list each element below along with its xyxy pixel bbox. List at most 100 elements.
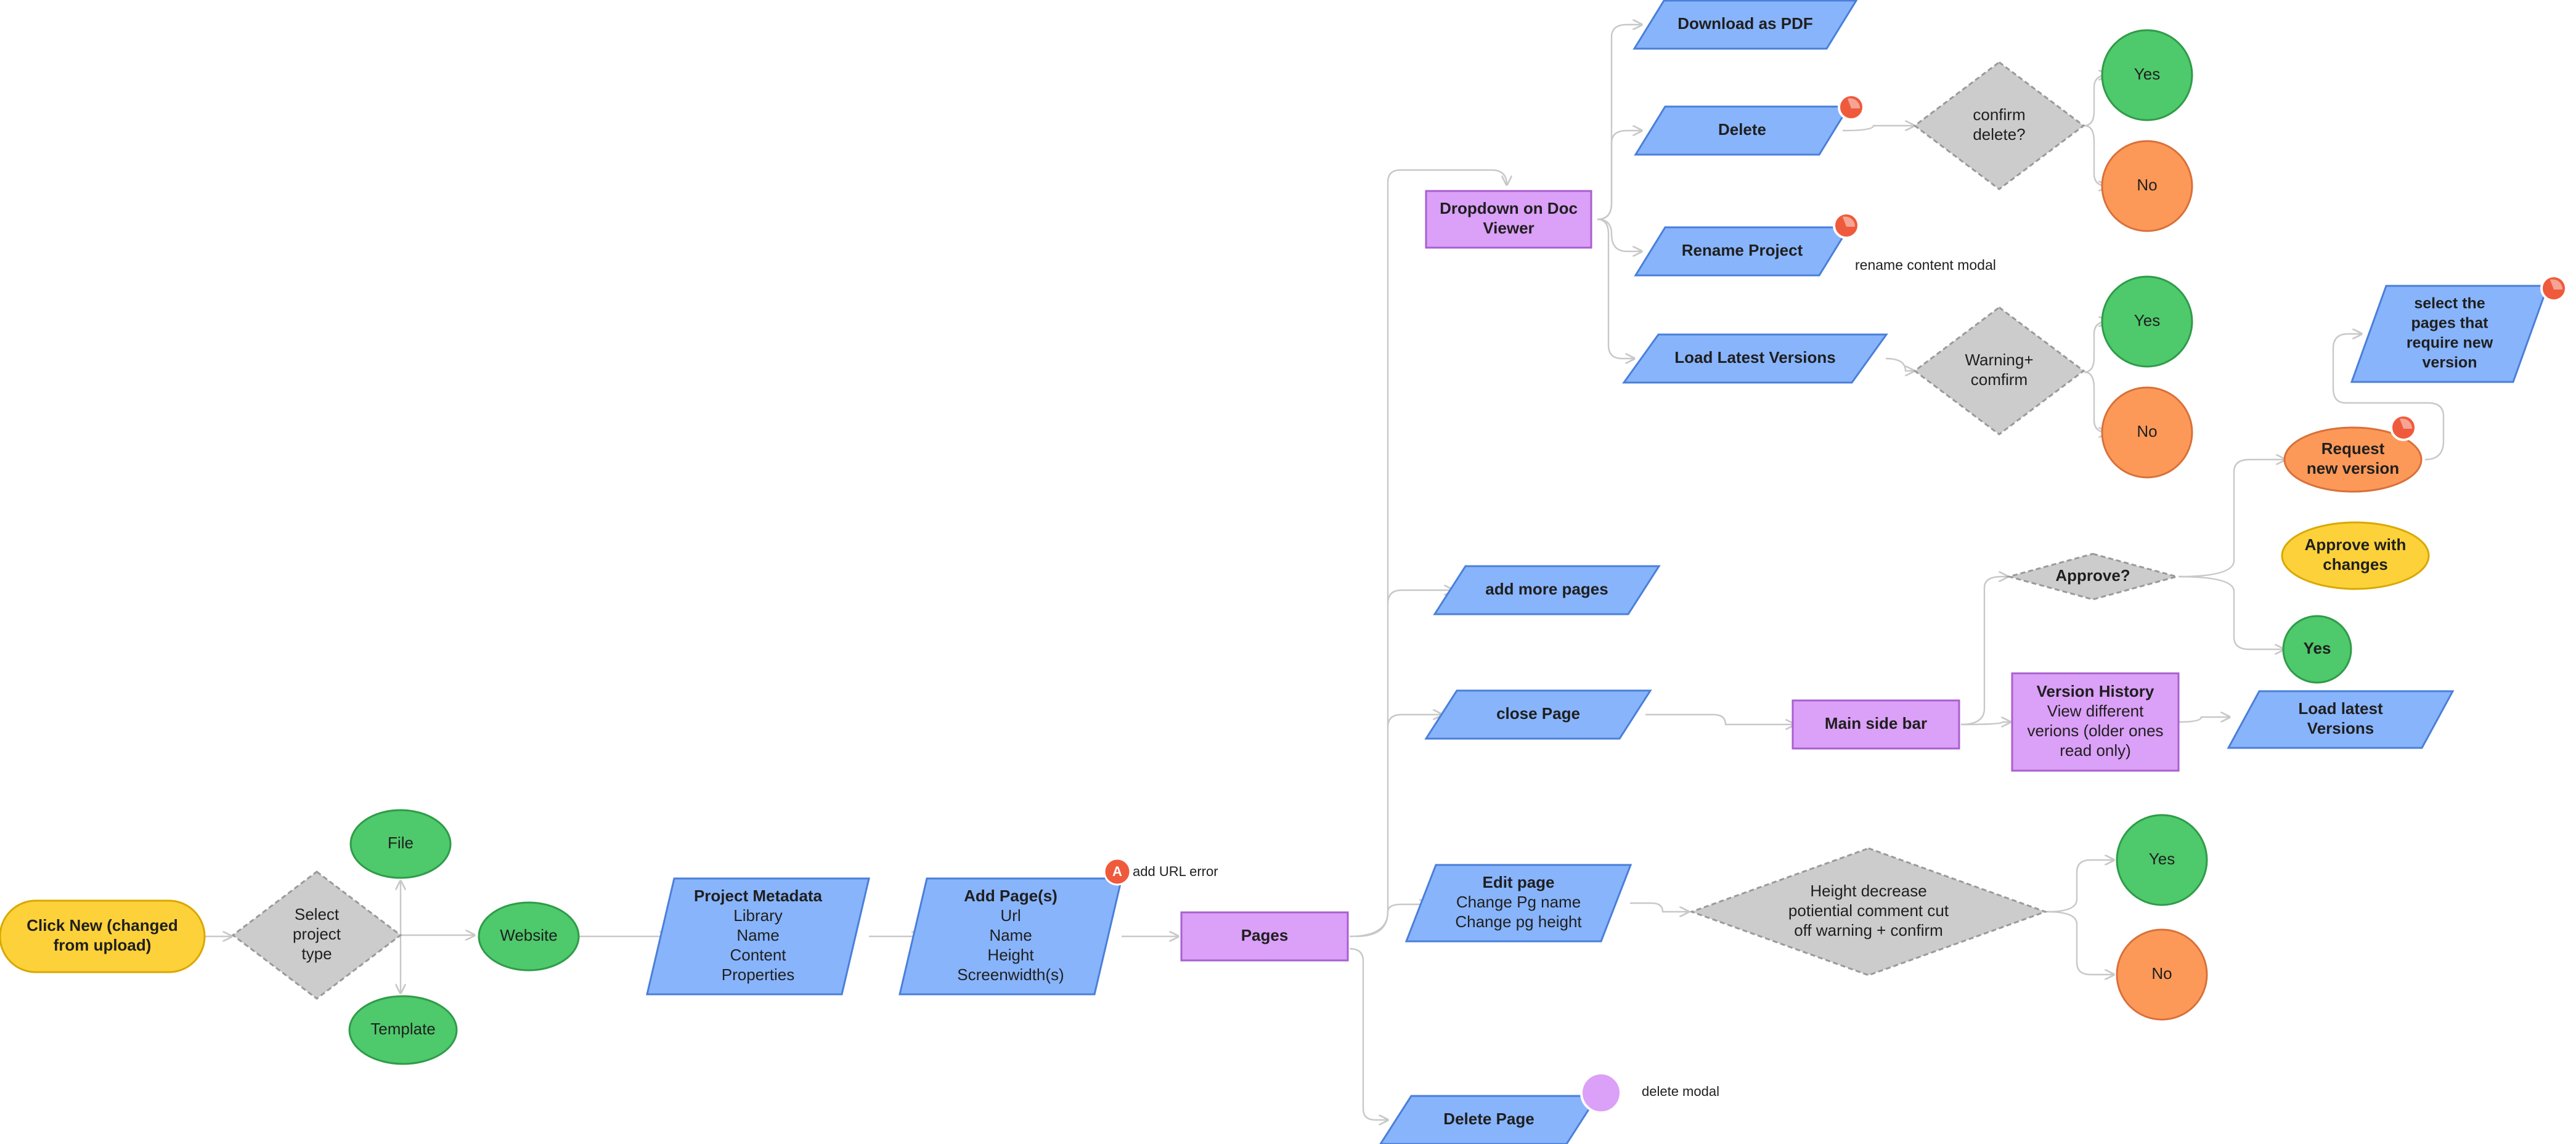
node-shape[interactable]	[2005, 553, 2180, 601]
node-shape[interactable]	[2116, 928, 2208, 1021]
node-label-line: View different	[2047, 702, 2144, 720]
avatar-initial: A	[1112, 864, 1122, 879]
edge-warning-to-no2	[2084, 371, 2108, 432]
node-label-line: Version History	[2037, 682, 2154, 700]
comment-pin-rename[interactable]	[1833, 212, 1860, 239]
edge-pages-to-close	[1387, 715, 1442, 728]
avatar[interactable]: A	[1103, 858, 1131, 886]
node-load-latest-versions[interactable]: Load Latest Versions	[1622, 333, 1888, 384]
node-shape[interactable]	[1425, 190, 1592, 249]
node-shape[interactable]	[2350, 285, 2550, 383]
delete-modal-marker[interactable]	[1580, 1072, 1622, 1114]
node-no-2[interactable]: No	[2101, 386, 2193, 479]
node-approve[interactable]: Approve?	[2005, 553, 2180, 601]
node-shape[interactable]	[2281, 521, 2430, 590]
node-shape[interactable]	[0, 899, 206, 973]
node-shape[interactable]	[1634, 226, 1851, 277]
node-shape[interactable]	[899, 877, 1123, 996]
node-warning-confirm[interactable]: Warning+comfirm	[1913, 306, 2085, 436]
node-shape[interactable]	[1433, 565, 1661, 615]
node-shape[interactable]	[2101, 386, 2193, 479]
node-label-line: Download as PDF	[1677, 14, 1813, 33]
node-shape[interactable]	[1913, 306, 2085, 436]
comment-pin-select-pages[interactable]	[2540, 275, 2567, 302]
node-shape[interactable]	[1632, 0, 1858, 50]
node-yes-4[interactable]: Yes	[2116, 814, 2208, 906]
node-label-line: off warning + confirm	[1794, 921, 1943, 939]
node-shape[interactable]	[1404, 864, 1632, 943]
edge-dropdown-to-delete	[1597, 131, 1642, 221]
node-shape[interactable]	[2101, 275, 2193, 368]
node-download-pdf[interactable]: Download as PDF	[1632, 0, 1858, 50]
node-shape[interactable]	[1424, 689, 1652, 740]
node-shape[interactable]	[2283, 426, 2423, 493]
node-shape[interactable]	[2101, 29, 2193, 121]
comment-pin-request[interactable]	[2390, 414, 2417, 441]
node-label-line: Yes	[2134, 65, 2160, 83]
node-label-line: Load Latest Versions	[1674, 348, 1836, 367]
node-close-page[interactable]: close Page	[1424, 689, 1652, 740]
node-yes-1[interactable]: Yes	[2101, 29, 2193, 121]
node-project-metadata[interactable]: Project MetadataLibraryNameContentProper…	[646, 877, 870, 996]
node-rename-project[interactable]: Rename Project	[1634, 226, 1851, 277]
node-shape[interactable]	[2282, 615, 2352, 684]
node-shape[interactable]	[478, 901, 580, 972]
node-shape[interactable]	[1622, 333, 1888, 384]
node-pages[interactable]: Pages	[1180, 911, 1349, 962]
node-shape[interactable]	[1379, 1095, 1599, 1144]
node-website[interactable]: Website	[478, 901, 580, 972]
node-shape[interactable]	[1180, 911, 1349, 962]
node-yes-3[interactable]: Yes	[2282, 615, 2352, 684]
node-shape[interactable]	[1791, 699, 1960, 750]
edge-request-to-select	[2332, 334, 2445, 461]
node-label-line: Project Metadata	[694, 886, 823, 905]
node-main-side-bar[interactable]: Main side bar	[1791, 699, 1960, 750]
node-shape[interactable]	[1634, 105, 1851, 156]
node-label-line: Delete	[1718, 120, 1766, 139]
node-label-line: Main side bar	[1825, 714, 1927, 732]
node-yes-2[interactable]: Yes	[2101, 275, 2193, 368]
node-shape[interactable]	[349, 809, 452, 879]
node-label-line: No	[2151, 964, 2172, 983]
node-shape[interactable]	[1689, 847, 2048, 976]
node-shape[interactable]	[2011, 672, 2180, 772]
node-shape[interactable]	[2227, 690, 2455, 749]
node-shape[interactable]	[646, 877, 870, 996]
edge-height-to-yes4	[2047, 860, 2114, 913]
node-label-line: require new	[2407, 335, 2493, 352]
node-template[interactable]: Template	[348, 995, 458, 1065]
node-label-line: Warning+	[1965, 351, 2033, 369]
node-shape[interactable]	[2116, 814, 2208, 906]
node-shape[interactable]	[348, 995, 458, 1065]
node-delete[interactable]: Delete	[1634, 105, 1851, 156]
node-add-more-pages[interactable]: add more pages	[1433, 565, 1661, 615]
node-no-4[interactable]: No	[2116, 928, 2208, 1021]
node-delete-page[interactable]: Delete Page	[1379, 1095, 1599, 1144]
node-label-line: potiential comment cut	[1788, 901, 1949, 920]
node-shape[interactable]	[1913, 61, 2085, 190]
node-file[interactable]: File	[349, 809, 452, 879]
edge-delete-to-confirm	[1842, 126, 1914, 132]
node-shape[interactable]	[231, 870, 402, 1000]
node-no-1[interactable]: No	[2101, 140, 2193, 232]
node-label-line: Yes	[2304, 639, 2331, 657]
node-label-line: from upload)	[54, 936, 152, 954]
comment-pin-delete[interactable]	[1838, 94, 1865, 121]
node-label-line: No	[2137, 176, 2157, 194]
node-label-line: Viewer	[1483, 219, 1534, 237]
node-shape[interactable]	[2101, 140, 2193, 232]
node-label-line: Add Page(s)	[964, 886, 1058, 905]
